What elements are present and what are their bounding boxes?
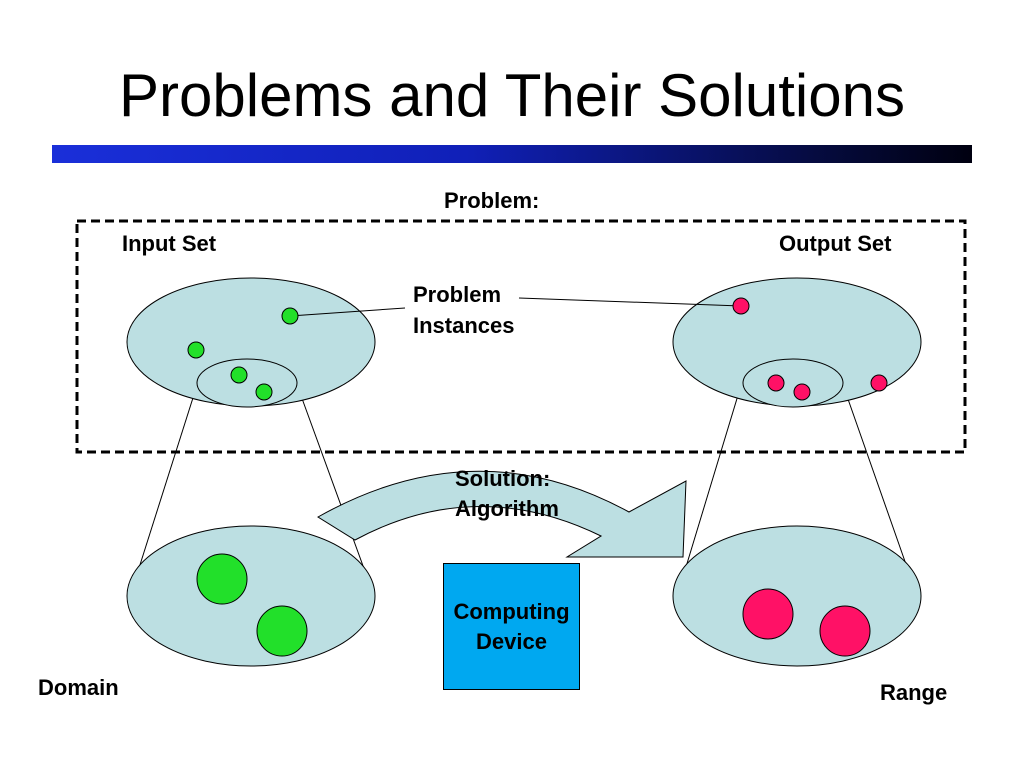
problem-instances-label-line2: Instances xyxy=(413,313,515,338)
problem-instances-label-line1: Problem xyxy=(413,282,502,307)
title-underline-bar xyxy=(52,145,972,163)
input-subset-point xyxy=(255,383,273,401)
input-subset-ellipse xyxy=(196,358,298,408)
domain-ellipse xyxy=(126,525,376,667)
computing-device-box: Computing Device xyxy=(443,563,580,690)
output-subset-point xyxy=(793,383,811,401)
range-point xyxy=(742,588,794,640)
domain-point xyxy=(256,605,308,657)
solution-label-line2: Algorithm xyxy=(455,496,559,521)
domain-projection-line-right xyxy=(295,381,375,597)
input-subset-point xyxy=(230,366,248,384)
range-point xyxy=(819,605,871,657)
range-projection-line-left xyxy=(678,381,743,591)
input-point xyxy=(187,341,205,359)
domain-label: Domain xyxy=(38,675,119,700)
output-set-label: Output Set xyxy=(779,231,892,256)
output-subset-ellipse xyxy=(742,358,844,408)
instances-callout-line-right xyxy=(518,297,742,307)
instances-callout-line-left xyxy=(289,307,406,317)
input-set-label: Input Set xyxy=(122,231,217,256)
domain-point xyxy=(196,553,248,605)
computing-device-label-line1: Computing xyxy=(453,598,570,624)
range-projection-line-right xyxy=(841,381,916,591)
problem-label: Problem: xyxy=(444,188,540,213)
solution-label-line1: Solution: xyxy=(455,466,551,491)
output-point xyxy=(870,374,888,392)
problem-boundary xyxy=(75,219,967,454)
input-instance-point xyxy=(281,307,299,325)
solution-arrow xyxy=(317,470,687,558)
domain-projection-line-left xyxy=(131,381,199,591)
output-instance-point xyxy=(732,297,750,315)
output-subset-point xyxy=(767,374,785,392)
computing-device-label-line2: Device xyxy=(476,628,547,654)
slide-title: Problems and Their Solutions xyxy=(119,62,905,129)
range-ellipse xyxy=(672,525,922,667)
range-label: Range xyxy=(880,680,948,705)
